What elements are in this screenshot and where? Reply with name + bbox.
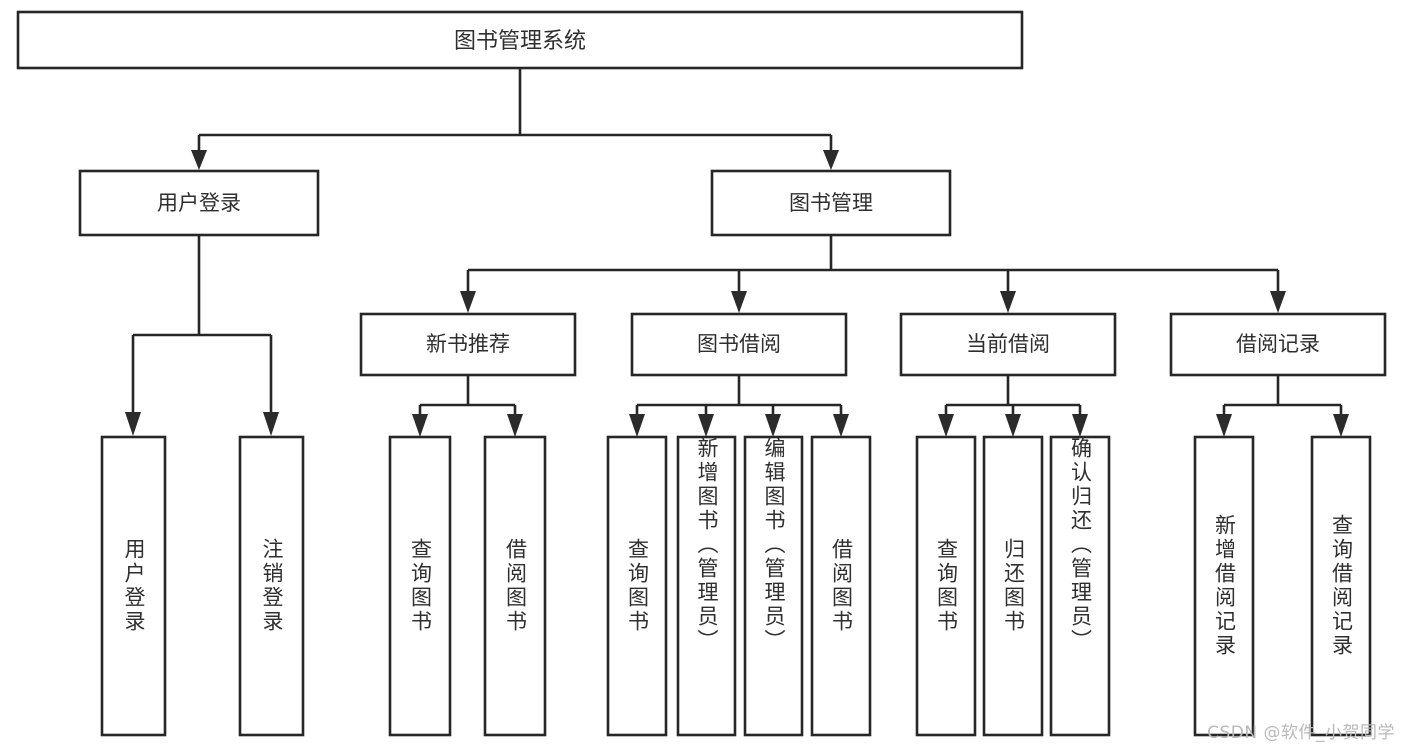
book-borrow-box[interactable] [630, 312, 848, 377]
arrow-icon [460, 291, 476, 313]
watermark: CSDN @软件_小贺同学 [1207, 723, 1395, 743]
borrow-record-box[interactable] [1169, 312, 1387, 377]
leaf-box-cb-return-book[interactable] [982, 435, 1044, 737]
leaf-box-cb-query-book[interactable] [915, 435, 977, 737]
node-borrow-record[interactable]: 借阅记录 [1169, 312, 1387, 377]
edge-new-book-recommend-to-leaves [412, 375, 523, 437]
edge-root-to-level2 [191, 68, 839, 170]
arrow-icon [1333, 414, 1349, 437]
arrow-icon [765, 414, 781, 437]
arrow-icon [263, 412, 279, 436]
arrow-icon [412, 414, 428, 437]
arrow-icon [731, 291, 747, 313]
new-book-recommend-box[interactable] [359, 312, 577, 377]
arrow-icon [833, 414, 849, 437]
edge-borrow-record-to-leaves [1216, 375, 1349, 437]
leaf-box-cb-confirm-return[interactable] [1049, 435, 1111, 737]
root-box[interactable] [16, 10, 1024, 70]
arrow-icon [125, 412, 141, 436]
node-new-book-recommend[interactable]: 新书推荐 [359, 312, 577, 377]
arrow-icon [823, 150, 839, 170]
book-management-box[interactable] [710, 169, 952, 237]
book-borrow-label: 图书借阅 [697, 332, 781, 356]
arrow-icon [1072, 414, 1088, 437]
edge-book-management-to-level3 [460, 235, 1286, 313]
leaf-box-br-add-record[interactable] [1193, 435, 1255, 737]
node-user-login[interactable]: 用户登录 [78, 169, 320, 237]
node-book-borrow[interactable]: 图书借阅 [630, 312, 848, 377]
arrow-icon [507, 414, 523, 437]
current-borrow-label: 当前借阅 [966, 332, 1050, 356]
leaf-box-bb-add-book[interactable] [676, 435, 737, 737]
arrow-icon [1005, 414, 1021, 437]
leaf-box-nbr-borrow-book[interactable] [483, 435, 547, 737]
leaf-box-bb-edit-book[interactable] [743, 435, 804, 737]
edge-user-login-to-leaves [125, 235, 279, 436]
leaf-box-user-login[interactable] [100, 435, 167, 737]
borrow-record-label: 借阅记录 [1236, 332, 1320, 356]
leaf-box-nbr-query-book[interactable] [388, 435, 452, 737]
arrow-icon [1216, 414, 1232, 437]
arrow-icon [1000, 291, 1016, 313]
node-book-management[interactable]: 图书管理 [710, 169, 952, 237]
node-current-borrow[interactable]: 当前借阅 [899, 312, 1117, 377]
leaf-box-br-query-record[interactable] [1310, 435, 1372, 737]
arrow-icon [698, 414, 714, 437]
new-book-recommend-label: 新书推荐 [426, 332, 510, 356]
leaf-box-bb-borrow-book[interactable] [810, 435, 872, 737]
leaf-box-logout[interactable] [238, 435, 305, 737]
current-borrow-box[interactable] [899, 312, 1117, 377]
user-login-label: 用户登录 [157, 191, 241, 215]
leaf-box-bb-query-book[interactable] [606, 435, 668, 737]
root-label: 图书管理系统 [454, 29, 586, 54]
book-management-label: 图书管理 [789, 191, 873, 215]
node-root[interactable]: 图书管理系统 [16, 10, 1024, 70]
arrow-icon [191, 150, 207, 170]
arrow-icon [1270, 291, 1286, 313]
arrow-icon [938, 414, 954, 437]
edge-book-borrow-to-leaves [629, 375, 849, 437]
edge-current-borrow-to-leaves [938, 375, 1088, 437]
arrow-icon [629, 414, 645, 437]
